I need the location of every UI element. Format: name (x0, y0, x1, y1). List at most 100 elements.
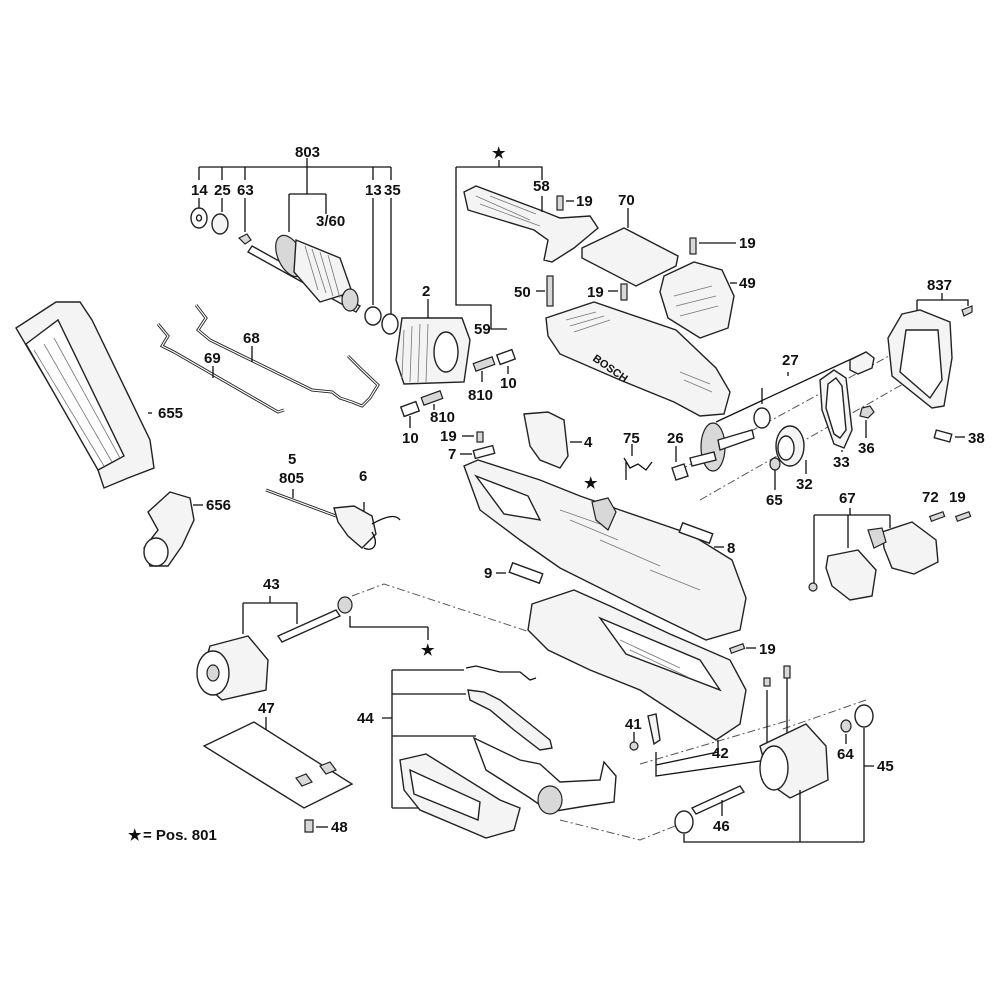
field-coil-group: 2 (395, 283, 471, 385)
spring-75 (623, 457, 653, 480)
label-4: 4 (584, 434, 593, 451)
label-72: 72 (922, 489, 939, 506)
label-19-handle: 19 (576, 193, 593, 210)
bearing-45b (854, 704, 874, 728)
label-68: 68 (243, 330, 260, 347)
clip-65 (769, 457, 781, 471)
label-45: 45 (877, 758, 894, 775)
clip-63 (237, 233, 252, 245)
clamp-7 (472, 444, 496, 460)
lever-group: 44 (357, 665, 617, 839)
field-coil-2 (395, 317, 471, 385)
label-58: 58 (533, 178, 550, 195)
motor-cover-49 (659, 261, 735, 339)
switch-group: 4 19 7 75 (440, 411, 653, 480)
belt-drive-group: 27 26 32 65 33 36 (667, 349, 911, 509)
armature-group: 803 14 25 63 3/60 13 35 (190, 144, 401, 335)
label-26: 26 (667, 430, 684, 447)
label-837: 837 (927, 277, 952, 294)
platen-47 (202, 721, 354, 809)
washer-14 (190, 207, 208, 229)
label-star-mid: ★ (584, 475, 598, 492)
brush-group: 10 810 10 810 (399, 348, 517, 447)
label-42: 42 (712, 745, 729, 762)
label-8: 8 (727, 540, 735, 557)
label-9: 9 (484, 565, 492, 582)
label-49: 49 (739, 275, 756, 292)
brush-810a (472, 356, 496, 372)
rear-roller-group: 43 ★ (196, 576, 531, 701)
legend-star: ★ (128, 827, 142, 844)
label-64: 64 (837, 746, 854, 763)
belt-cover-group: 837 38 (887, 277, 985, 447)
label-48: 48 (331, 819, 348, 836)
bracket-44 (472, 736, 617, 813)
label-38: 38 (968, 430, 985, 447)
label-3-60: 3/60 (316, 213, 345, 230)
label-star-base: ★ (421, 642, 435, 659)
motor-housing-59 (545, 301, 731, 417)
label-19-housing: 19 (587, 284, 604, 301)
nut-36 (859, 405, 875, 419)
screw-19-top (476, 431, 484, 443)
knob-body (881, 521, 939, 575)
cable-group: 5 805 6 (265, 451, 401, 550)
wire-group: 68 69 (156, 304, 380, 414)
label-2: 2 (422, 283, 430, 300)
bearing-13 (364, 306, 382, 326)
dust-box-group: 655 656 (15, 301, 231, 567)
plate-9 (508, 561, 544, 585)
pin-42a (763, 677, 771, 687)
bearing-25 (211, 213, 229, 235)
base-plate (527, 589, 747, 741)
label-5: 5 (288, 451, 296, 468)
label-star-top: ★ (492, 145, 506, 162)
label-43: 43 (263, 576, 280, 593)
lever-44 (467, 689, 553, 751)
label-65: 65 (766, 492, 783, 509)
legend-text: = Pos. 801 (143, 827, 217, 844)
label-70: 70 (618, 192, 635, 209)
platen-group: 47 48 (202, 700, 354, 836)
label-46: 46 (713, 818, 730, 835)
label-805: 805 (279, 470, 304, 487)
screw-72 (928, 510, 946, 522)
base-group: 19 (527, 589, 776, 741)
washer-27 (753, 407, 771, 429)
screw-19-base (728, 642, 746, 654)
bearing-45a (674, 810, 694, 834)
bearing-43 (337, 596, 353, 614)
label-656: 656 (206, 497, 231, 514)
strain-relief-6 (333, 505, 377, 549)
label-75: 75 (623, 430, 640, 447)
plate-8 (678, 521, 714, 545)
wire-68 (194, 304, 380, 408)
armature-3-60 (293, 238, 353, 303)
switch-4 (523, 411, 569, 469)
label-41: 41 (625, 716, 642, 733)
label-14: 14 (191, 182, 208, 199)
screw-19-knob (954, 510, 972, 522)
label-50: 50 (514, 284, 531, 301)
label-25: 25 (214, 182, 231, 199)
label-10a: 10 (500, 375, 517, 392)
screw-50 (546, 275, 554, 307)
brush-holder-10a (495, 348, 517, 366)
label-63: 63 (237, 182, 254, 199)
label-655: 655 (158, 405, 183, 422)
label-19-knob: 19 (949, 489, 966, 506)
legend: ★ = Pos. 801 (128, 827, 217, 844)
label-19-base: 19 (759, 641, 776, 658)
brush-holder-10b (399, 400, 421, 418)
main-housing (463, 459, 747, 641)
label-plate-38 (933, 429, 953, 443)
label-35: 35 (384, 182, 401, 199)
label-19-cover: 19 (739, 235, 756, 252)
label-6: 6 (359, 468, 367, 485)
screw-19-handle (556, 195, 564, 211)
label-44: 44 (357, 710, 374, 727)
label-32: 32 (796, 476, 813, 493)
pulley-27 (849, 351, 875, 375)
label-27: 27 (782, 352, 799, 369)
